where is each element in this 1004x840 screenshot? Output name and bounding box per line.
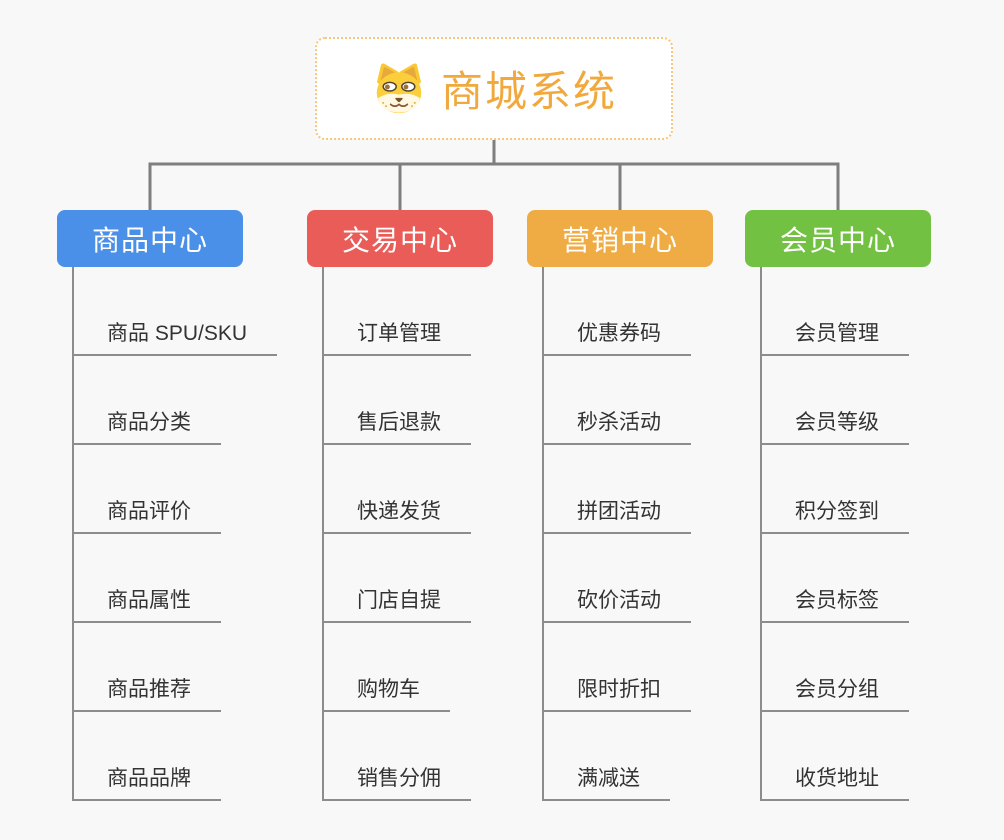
branch-item-node[interactable]: 满减送	[544, 712, 670, 801]
root-node[interactable]: 商城系统	[315, 37, 673, 140]
dog-face-icon	[376, 62, 422, 113]
branch-item-node[interactable]: 秒杀活动	[544, 356, 691, 445]
branch-item-node[interactable]: 商品评价	[74, 445, 221, 534]
branch-item-node[interactable]: 收货地址	[762, 712, 909, 801]
branch-column: 营销中心 优惠券码秒杀活动拼团活动砍价活动限时折扣满减送	[527, 210, 767, 801]
branch-node[interactable]: 交易中心	[307, 210, 493, 267]
branch-node[interactable]: 商品中心	[57, 210, 243, 267]
branch-item-node[interactable]: 商品 SPU/SKU	[74, 267, 278, 356]
branch-item-node[interactable]: 订单管理	[324, 267, 471, 356]
branch-item-node[interactable]: 商品属性	[74, 534, 221, 623]
branch-item-list: 优惠券码秒杀活动拼团活动砍价活动限时折扣满减送	[542, 267, 767, 801]
branch-item-node[interactable]: 会员管理	[762, 267, 909, 356]
branch-item-node[interactable]: 售后退款	[324, 356, 471, 445]
branch-item-list: 会员管理会员等级积分签到会员标签会员分组收货地址	[760, 267, 985, 801]
branch-item-node[interactable]: 会员标签	[762, 534, 909, 623]
branch-item-node[interactable]: 快递发货	[324, 445, 471, 534]
branch-item-list: 订单管理售后退款快递发货门店自提购物车销售分佣	[322, 267, 547, 801]
branch-item-node[interactable]: 商品分类	[74, 356, 221, 445]
branch-column: 交易中心 订单管理售后退款快递发货门店自提购物车销售分佣	[307, 210, 547, 801]
branch-item-node[interactable]: 限时折扣	[544, 623, 691, 712]
branch-item-node[interactable]: 优惠券码	[544, 267, 691, 356]
branch-item-node[interactable]: 商品推荐	[74, 623, 221, 712]
branch-item-node[interactable]: 会员等级	[762, 356, 909, 445]
branch-node[interactable]: 营销中心	[527, 210, 713, 267]
branch-item-node[interactable]: 门店自提	[324, 534, 471, 623]
branch-item-node[interactable]: 积分签到	[762, 445, 909, 534]
branch-item-node[interactable]: 购物车	[324, 623, 450, 712]
branch-column: 会员中心 会员管理会员等级积分签到会员标签会员分组收货地址	[745, 210, 985, 801]
branch-item-node[interactable]: 砍价活动	[544, 534, 691, 623]
branch-item-node[interactable]: 会员分组	[762, 623, 909, 712]
branch-item-node[interactable]: 销售分佣	[324, 712, 471, 801]
branch-item-node[interactable]: 商品品牌	[74, 712, 221, 801]
branch-item-node[interactable]: 拼团活动	[544, 445, 691, 534]
branch-node[interactable]: 会员中心	[745, 210, 931, 267]
root-title: 商城系统	[440, 68, 617, 115]
